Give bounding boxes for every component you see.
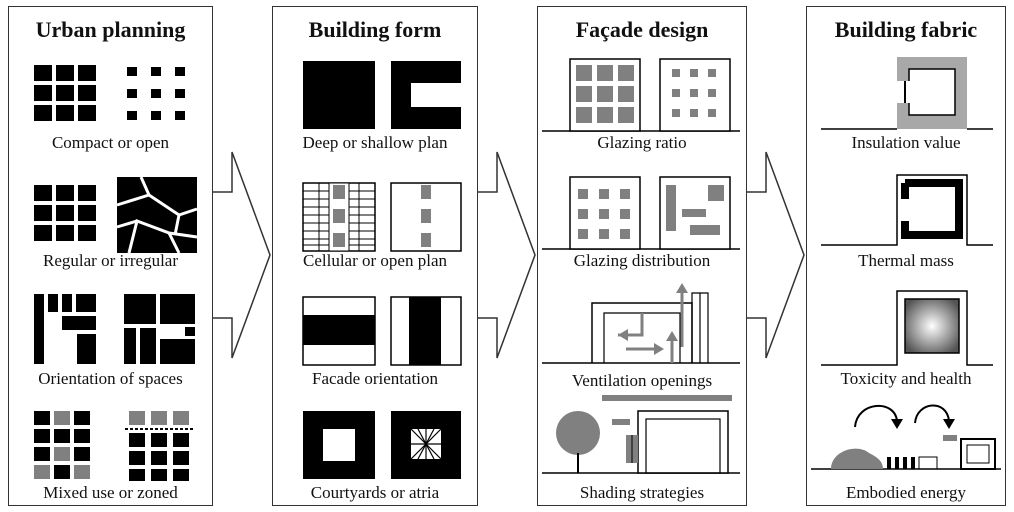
panel-title: Urban planning <box>35 17 186 42</box>
caption-insulation-value: Insulation value <box>851 133 961 152</box>
caption-glazing-distribution: Glazing distribution <box>573 251 711 270</box>
thermal-mass-illustration <box>821 174 993 246</box>
panel-title: Building fabric <box>834 17 978 42</box>
caption-toxicity-and-health: Toxicity and health <box>840 369 972 388</box>
panel-facade-design: Façade design Glazing ratio Glazing <box>537 6 747 506</box>
cellular-or-open-plan-illustration <box>302 182 462 252</box>
regular-or-irregular-illustration <box>34 176 198 254</box>
caption-thermal-mass: Thermal mass <box>858 251 954 270</box>
caption-mixed-use-or-zoned: Mixed use or zoned <box>43 483 178 502</box>
panel-title: Building form <box>308 17 442 42</box>
facade-orientation-illustration <box>302 296 462 366</box>
caption-embodied-energy: Embodied energy <box>845 483 967 502</box>
compact-or-open-illustration <box>34 65 185 121</box>
toxicity-and-health-illustration <box>821 290 993 366</box>
mixed-use-or-zoned-illustration <box>34 411 195 481</box>
insulation-value-illustration <box>821 57 993 130</box>
caption-orientation-of-spaces: Orientation of spaces <box>38 369 183 388</box>
panel-building-form: Building form Deep or shallow plan Cellu… <box>272 6 478 506</box>
caption-deep-or-shallow-plan: Deep or shallow plan <box>302 133 448 152</box>
deep-or-shallow-plan-illustration <box>303 61 461 129</box>
glazing-ratio-illustration <box>542 58 740 132</box>
orientation-of-spaces-illustration <box>34 294 195 364</box>
courtyards-or-atria-illustration <box>303 411 461 479</box>
caption-facade-orientation: Facade orientation <box>311 369 439 388</box>
caption-regular-or-irregular: Regular or irregular <box>43 251 178 270</box>
panel-title: Façade design <box>575 17 709 42</box>
embodied-energy-illustration <box>811 404 1001 470</box>
ventilation-openings-illustration <box>542 283 740 364</box>
caption-glazing-ratio: Glazing ratio <box>597 133 687 152</box>
caption-courtyards-or-atria: Courtyards or atria <box>310 483 440 502</box>
caption-shading-strategies: Shading strategies <box>579 483 705 502</box>
arrow-form-to-facade <box>478 151 536 359</box>
panel-building-fabric: Building fabric Insulation value Thermal… <box>806 6 1006 506</box>
panel-urban-planning: Urban planning Compact or open Regular o… <box>8 6 213 506</box>
glazing-distribution-illustration <box>542 176 740 250</box>
shading-strategies-illustration <box>542 395 740 474</box>
arrow-facade-to-fabric <box>747 151 805 359</box>
arrow-urban-to-form <box>213 151 271 359</box>
caption-compact-or-open: Compact or open <box>51 133 170 152</box>
caption-cellular-or-open-plan: Cellular or open plan <box>303 251 447 270</box>
caption-ventilation-openings: Ventilation openings <box>571 371 713 390</box>
